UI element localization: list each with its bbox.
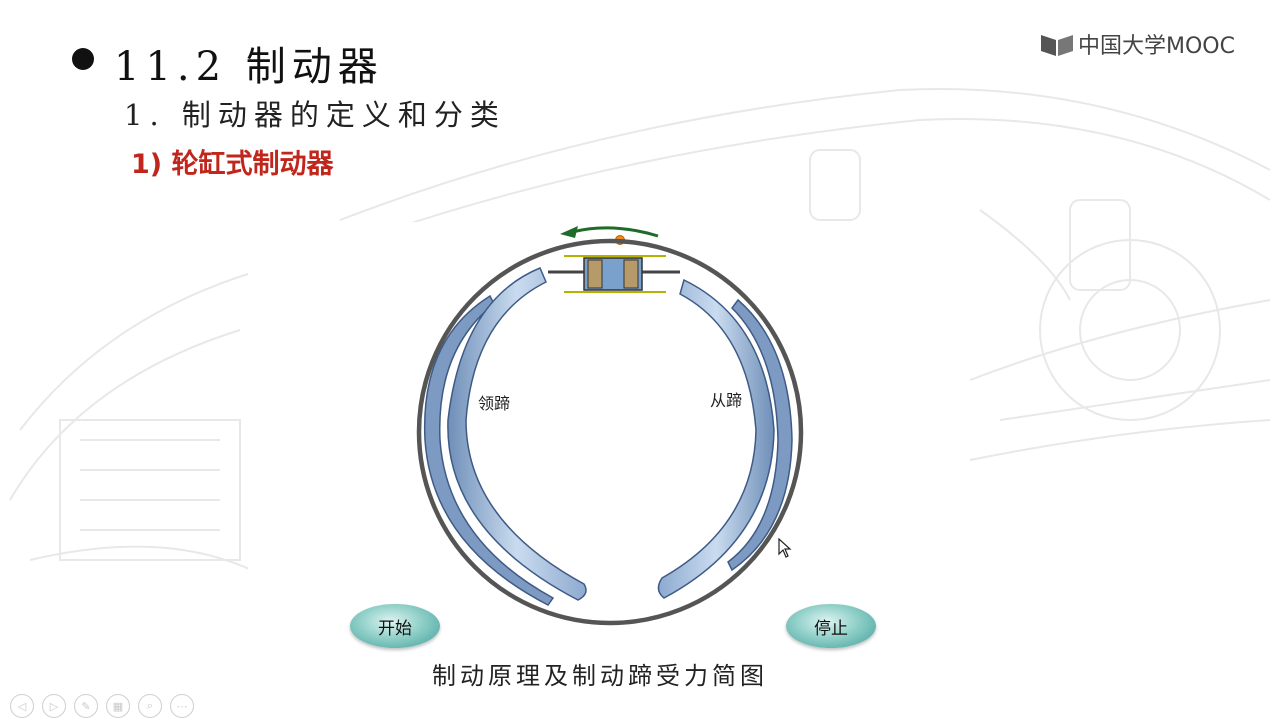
pen-icon[interactable]: ✎ [74,694,98,718]
trailing-shoe [657,278,775,599]
leading-shoe-lining [423,294,555,606]
mouse-cursor-icon [778,538,792,558]
rotation-arrow [571,226,659,238]
leading-shoe-label: 领蹄 [478,394,511,413]
trailing-shoe-label: 从蹄 [710,391,743,410]
rotation-arrowhead [560,226,578,238]
logo-text: 中国大学MOOC [1078,34,1235,59]
zoom-icon[interactable]: ⌕ [138,694,162,718]
more-icon[interactable]: ⋯ [170,694,194,718]
mooc-book-icon [1041,35,1073,56]
trailing-shoe-lining [727,298,793,572]
wheel-cylinder [548,255,680,293]
slides-icon[interactable]: ▦ [106,694,130,718]
slide-title: 11.2 制动器 [114,44,384,90]
mooc-logo: 中国大学MOOC [1040,28,1235,60]
brake-drum [416,238,804,626]
start-button[interactable]: 开始 [350,604,440,648]
stop-button[interactable]: 停止 [786,604,876,648]
leading-shoe [447,267,587,601]
diagram-caption: 制动原理及制动蹄受力简图 [432,662,768,690]
next-icon[interactable]: ▷ [42,694,66,718]
slide-subtitle: 1. 制动器的定义和分类 [124,98,506,132]
slide-player-controls: ◁ ▷ ✎ ▦ ⌕ ⋯ [10,694,194,718]
brake-type-label: 1) 轮缸式制动器 [131,149,334,180]
bullet-dot [72,48,94,70]
prev-icon[interactable]: ◁ [10,694,34,718]
